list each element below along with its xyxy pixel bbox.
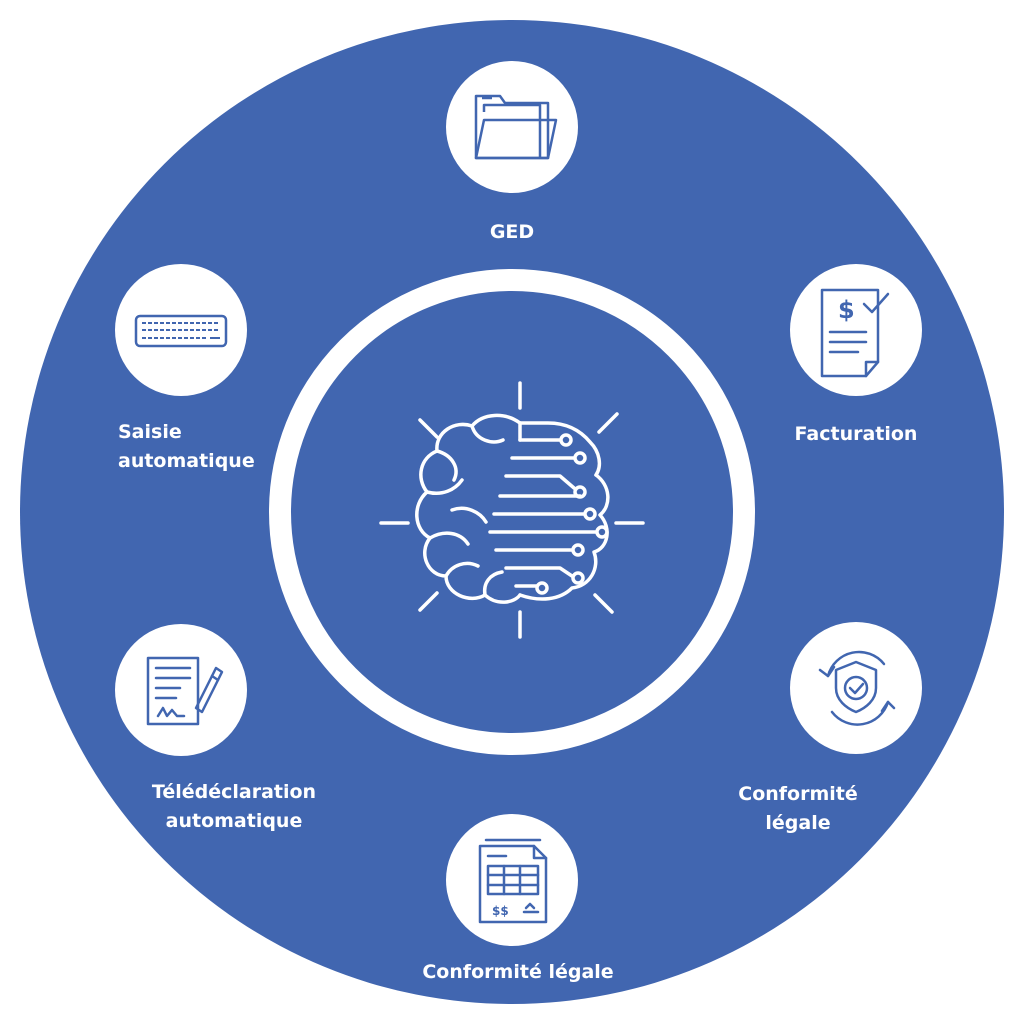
node-circle-conformite-2 (446, 814, 578, 946)
node-label-ged: GED (490, 218, 534, 247)
node-label-facturation: Facturation (795, 420, 918, 449)
label-line: Facturation (794, 423, 918, 445)
shield-check-refresh-icon (818, 650, 896, 726)
outer-ring (20, 20, 1004, 1004)
center-ring (269, 269, 755, 755)
svg-text:$$: $$ (492, 904, 509, 918)
node-circle-conformite-1 (790, 622, 922, 754)
label-line: automatique (118, 450, 255, 472)
keyboard-icon (134, 314, 228, 348)
node-label-saisie: Saisie automatique (118, 418, 255, 476)
label-line: Saisie (118, 421, 182, 443)
invoice-dollar-check-icon: $ (820, 288, 890, 378)
brain-circuit-icon (379, 381, 645, 639)
node-circle-teledeclaration (115, 624, 247, 756)
folder-icon (474, 94, 558, 160)
spreadsheet-document-icon: $$ (478, 838, 548, 924)
label-line: GED (489, 221, 535, 243)
label-line: automatique (165, 810, 303, 832)
node-label-conformite-1: Conformité légale (738, 780, 858, 838)
svg-text:$: $ (838, 296, 855, 324)
node-label-conformite-2: Conformité légale (422, 958, 613, 987)
label-line: Télédéclaration (151, 781, 317, 803)
label-line: Conformité légale (422, 961, 614, 983)
node-circle-ged (446, 61, 578, 193)
node-label-teledeclaration: Télédéclaration automatique (152, 778, 316, 836)
signed-document-pen-icon (146, 656, 224, 726)
label-line: Conformité (738, 783, 858, 805)
label-line: légale (765, 812, 831, 834)
